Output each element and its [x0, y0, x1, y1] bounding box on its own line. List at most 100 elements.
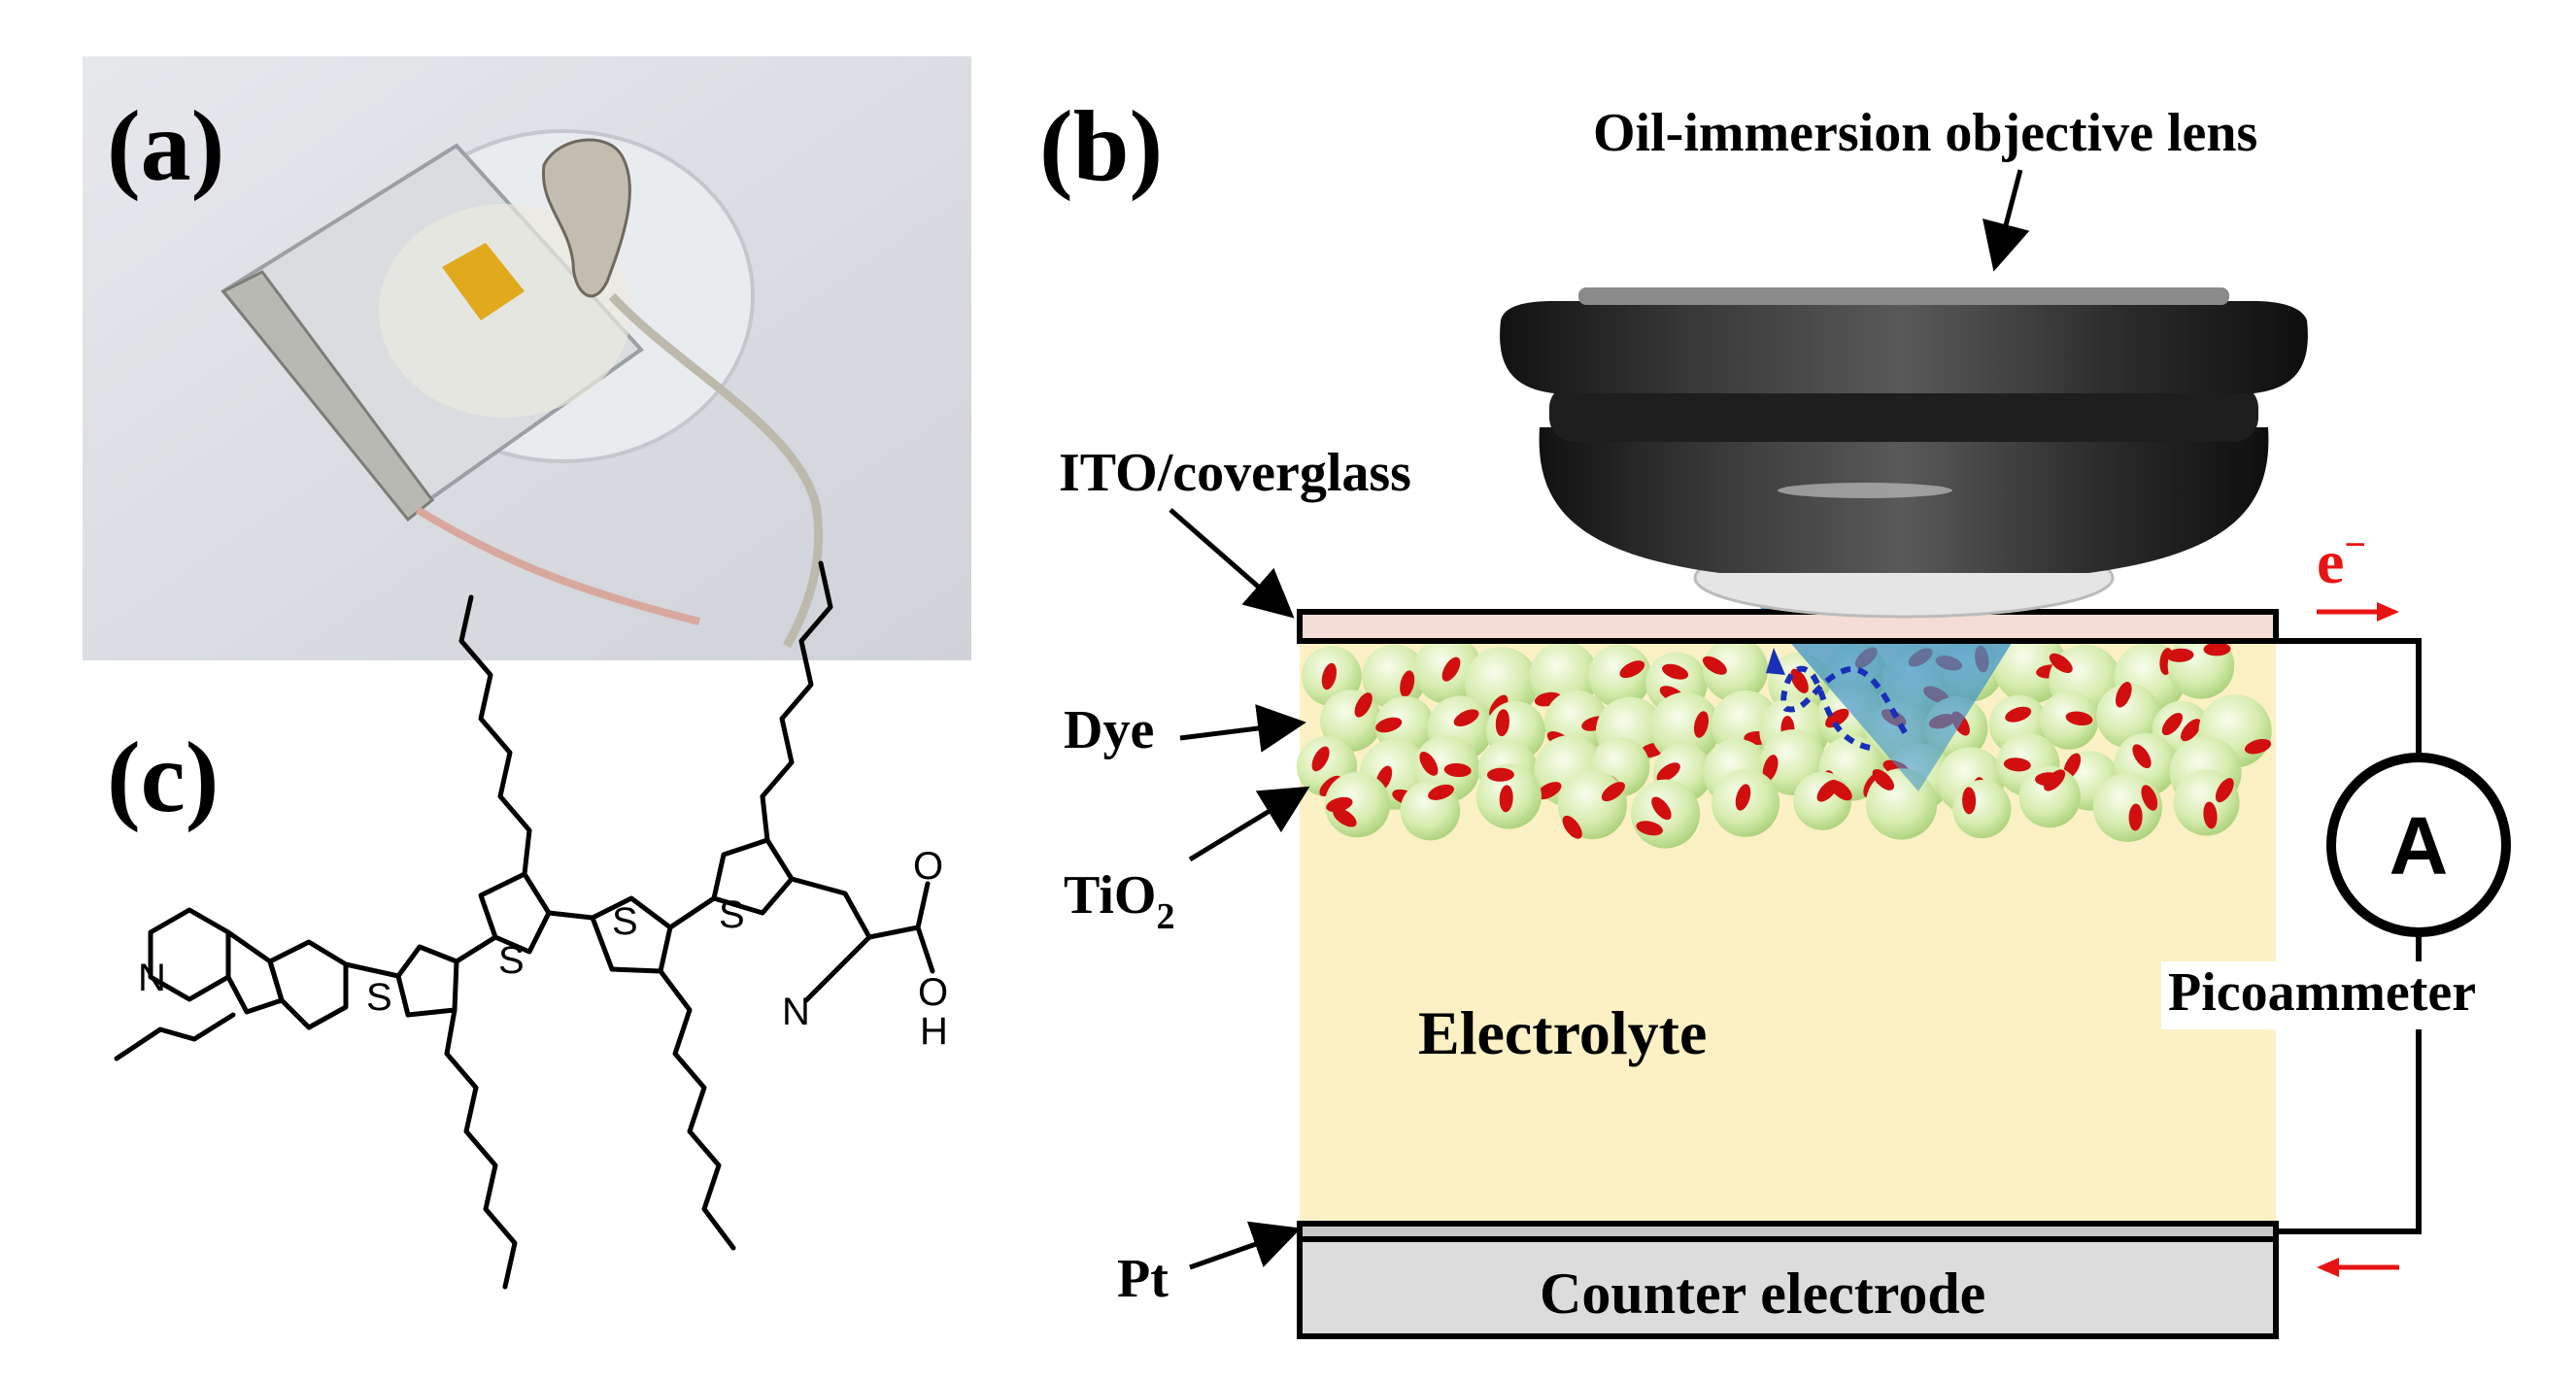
panel-c: (c): [107, 560, 948, 1290]
electron-path: [1780, 665, 1912, 751]
electron-path-arrowhead: [1766, 648, 1785, 675]
dye-molecule: [1619, 660, 1645, 679]
active-area: [442, 243, 525, 320]
dye-molecule: [2115, 682, 2132, 708]
dye-molecule: [1333, 808, 1357, 827]
tio2-particle: [2096, 683, 2161, 749]
tio2-particle: [1952, 780, 2012, 839]
dye-molecule: [2035, 772, 2062, 787]
dye-molecule: [2203, 801, 2218, 829]
dye-molecule: [1311, 746, 1330, 772]
red-wire: [415, 506, 700, 625]
bond-3: [546, 910, 595, 921]
thiophene-ring-2: [478, 871, 552, 955]
objective-lens: [1500, 287, 2308, 619]
dye-molecule: [2128, 803, 2143, 831]
dye-molecule: [2181, 719, 2202, 742]
electrolyte-region: [379, 204, 631, 418]
tio2-particle: [1649, 691, 1721, 763]
objective-leader: [1983, 169, 2030, 272]
lens-lower-body: [1539, 427, 2269, 573]
tio2-label: TiO2: [1064, 865, 1174, 937]
dye-molecule: [2005, 706, 2032, 723]
bond-2: [454, 934, 498, 964]
dye-molecule: [1693, 711, 1710, 738]
return-flow-arrowhead: [2317, 1258, 2339, 1277]
dye-molecule: [1825, 708, 1849, 728]
dye-molecule: [1962, 787, 1977, 815]
dye-molecule: [1375, 717, 1403, 733]
atom-s3: S: [612, 900, 638, 943]
dye-molecule: [1872, 768, 1894, 791]
dye-molecule: [1829, 780, 1852, 801]
panel-b-label: (b): [1039, 90, 1163, 202]
dye-molecule: [1495, 709, 1509, 737]
dye-molecule: [2244, 738, 2272, 755]
atom-s2: S: [498, 939, 525, 982]
dye-molecule: [2049, 653, 2073, 674]
dye-molecule: [1499, 785, 1513, 813]
electron-flow-arrowhead-top: [2377, 602, 2399, 622]
vinyl-bond: [789, 876, 872, 940]
dye-molecule: [2166, 648, 2194, 662]
atom-s4: S: [719, 893, 745, 936]
electrolyte-label: Electrolyte: [1418, 998, 1707, 1067]
atom-h-hydroxyl: H: [920, 1010, 948, 1053]
panel-b: (b) Electrolyte Counter electrode: [1039, 90, 2530, 1339]
dye-molecule: [1790, 668, 1809, 693]
picoammeter-label-bg: [2161, 961, 2530, 1029]
lens-top-cap: [1578, 287, 2229, 305]
atom-o-carbonyl: O: [913, 845, 943, 888]
carbazole-benzene-right: [267, 939, 349, 1030]
bond-4: [667, 895, 717, 930]
atom-n-nitrile: N: [782, 991, 810, 1033]
counter-electrode-label: Counter electrode: [1540, 1262, 1985, 1326]
panel-a-label: (a): [107, 90, 224, 202]
picoammeter-label: Picoammeter: [2168, 962, 2476, 1023]
ammeter-symbol: A: [2390, 800, 2449, 892]
carboxyl-hydroxyl-bond: [915, 925, 935, 974]
dye-molecule-structure: N S S S S N O O H: [114, 560, 948, 1290]
thiophene-ring-3: [590, 895, 673, 974]
dye-molecule: [2003, 757, 2031, 772]
dye-molecule: [1419, 751, 1439, 776]
lens-groove: [1549, 384, 2258, 442]
tio2-particle: [2018, 765, 2081, 828]
dye-molecule: [1762, 755, 1779, 782]
dye-molecule: [1636, 821, 1663, 836]
dye-molecule: [1486, 767, 1514, 782]
panel-c-label: (c): [107, 722, 219, 833]
silver-contact-left: [220, 270, 435, 522]
dye-molecule: [1400, 670, 1415, 697]
tio2-leader: [1188, 786, 1310, 862]
atom-s1: S: [366, 976, 392, 1019]
wire-top: [2276, 638, 2422, 757]
tio2-particle: [1993, 629, 2068, 704]
bond-1: [343, 961, 401, 979]
dye-molecule: [1601, 782, 1625, 802]
dye-molecule: [1326, 796, 1353, 813]
dye-molecule: [1536, 782, 1562, 800]
pt-leader: [1189, 1221, 1302, 1270]
dye-molecule: [1702, 656, 1727, 675]
silver-contact-right: [541, 138, 631, 298]
dye-molecule: [1562, 815, 1582, 839]
electron-label: e−: [2317, 522, 2366, 596]
dye-molecule: [2203, 642, 2231, 656]
dye-molecule: [1662, 663, 1689, 680]
ethyl-chain: [114, 1012, 236, 1061]
atom-n-carbazole: N: [138, 957, 166, 999]
dye-label: Dye: [1064, 700, 1154, 760]
tio2-particle: [1703, 636, 1769, 703]
dye-molecule: [1443, 762, 1472, 778]
nitrile-bond: [803, 934, 872, 1003]
dye-molecule: [1735, 784, 1751, 811]
wire-bottom: [2276, 932, 2422, 1234]
dye-molecule: [2132, 744, 2152, 769]
tio2-particle: [1588, 644, 1652, 708]
dye-molecule: [1651, 796, 1672, 821]
ito-label: ITO/coverglass: [1059, 443, 1411, 503]
counter-electrode: [1297, 1236, 2279, 1339]
